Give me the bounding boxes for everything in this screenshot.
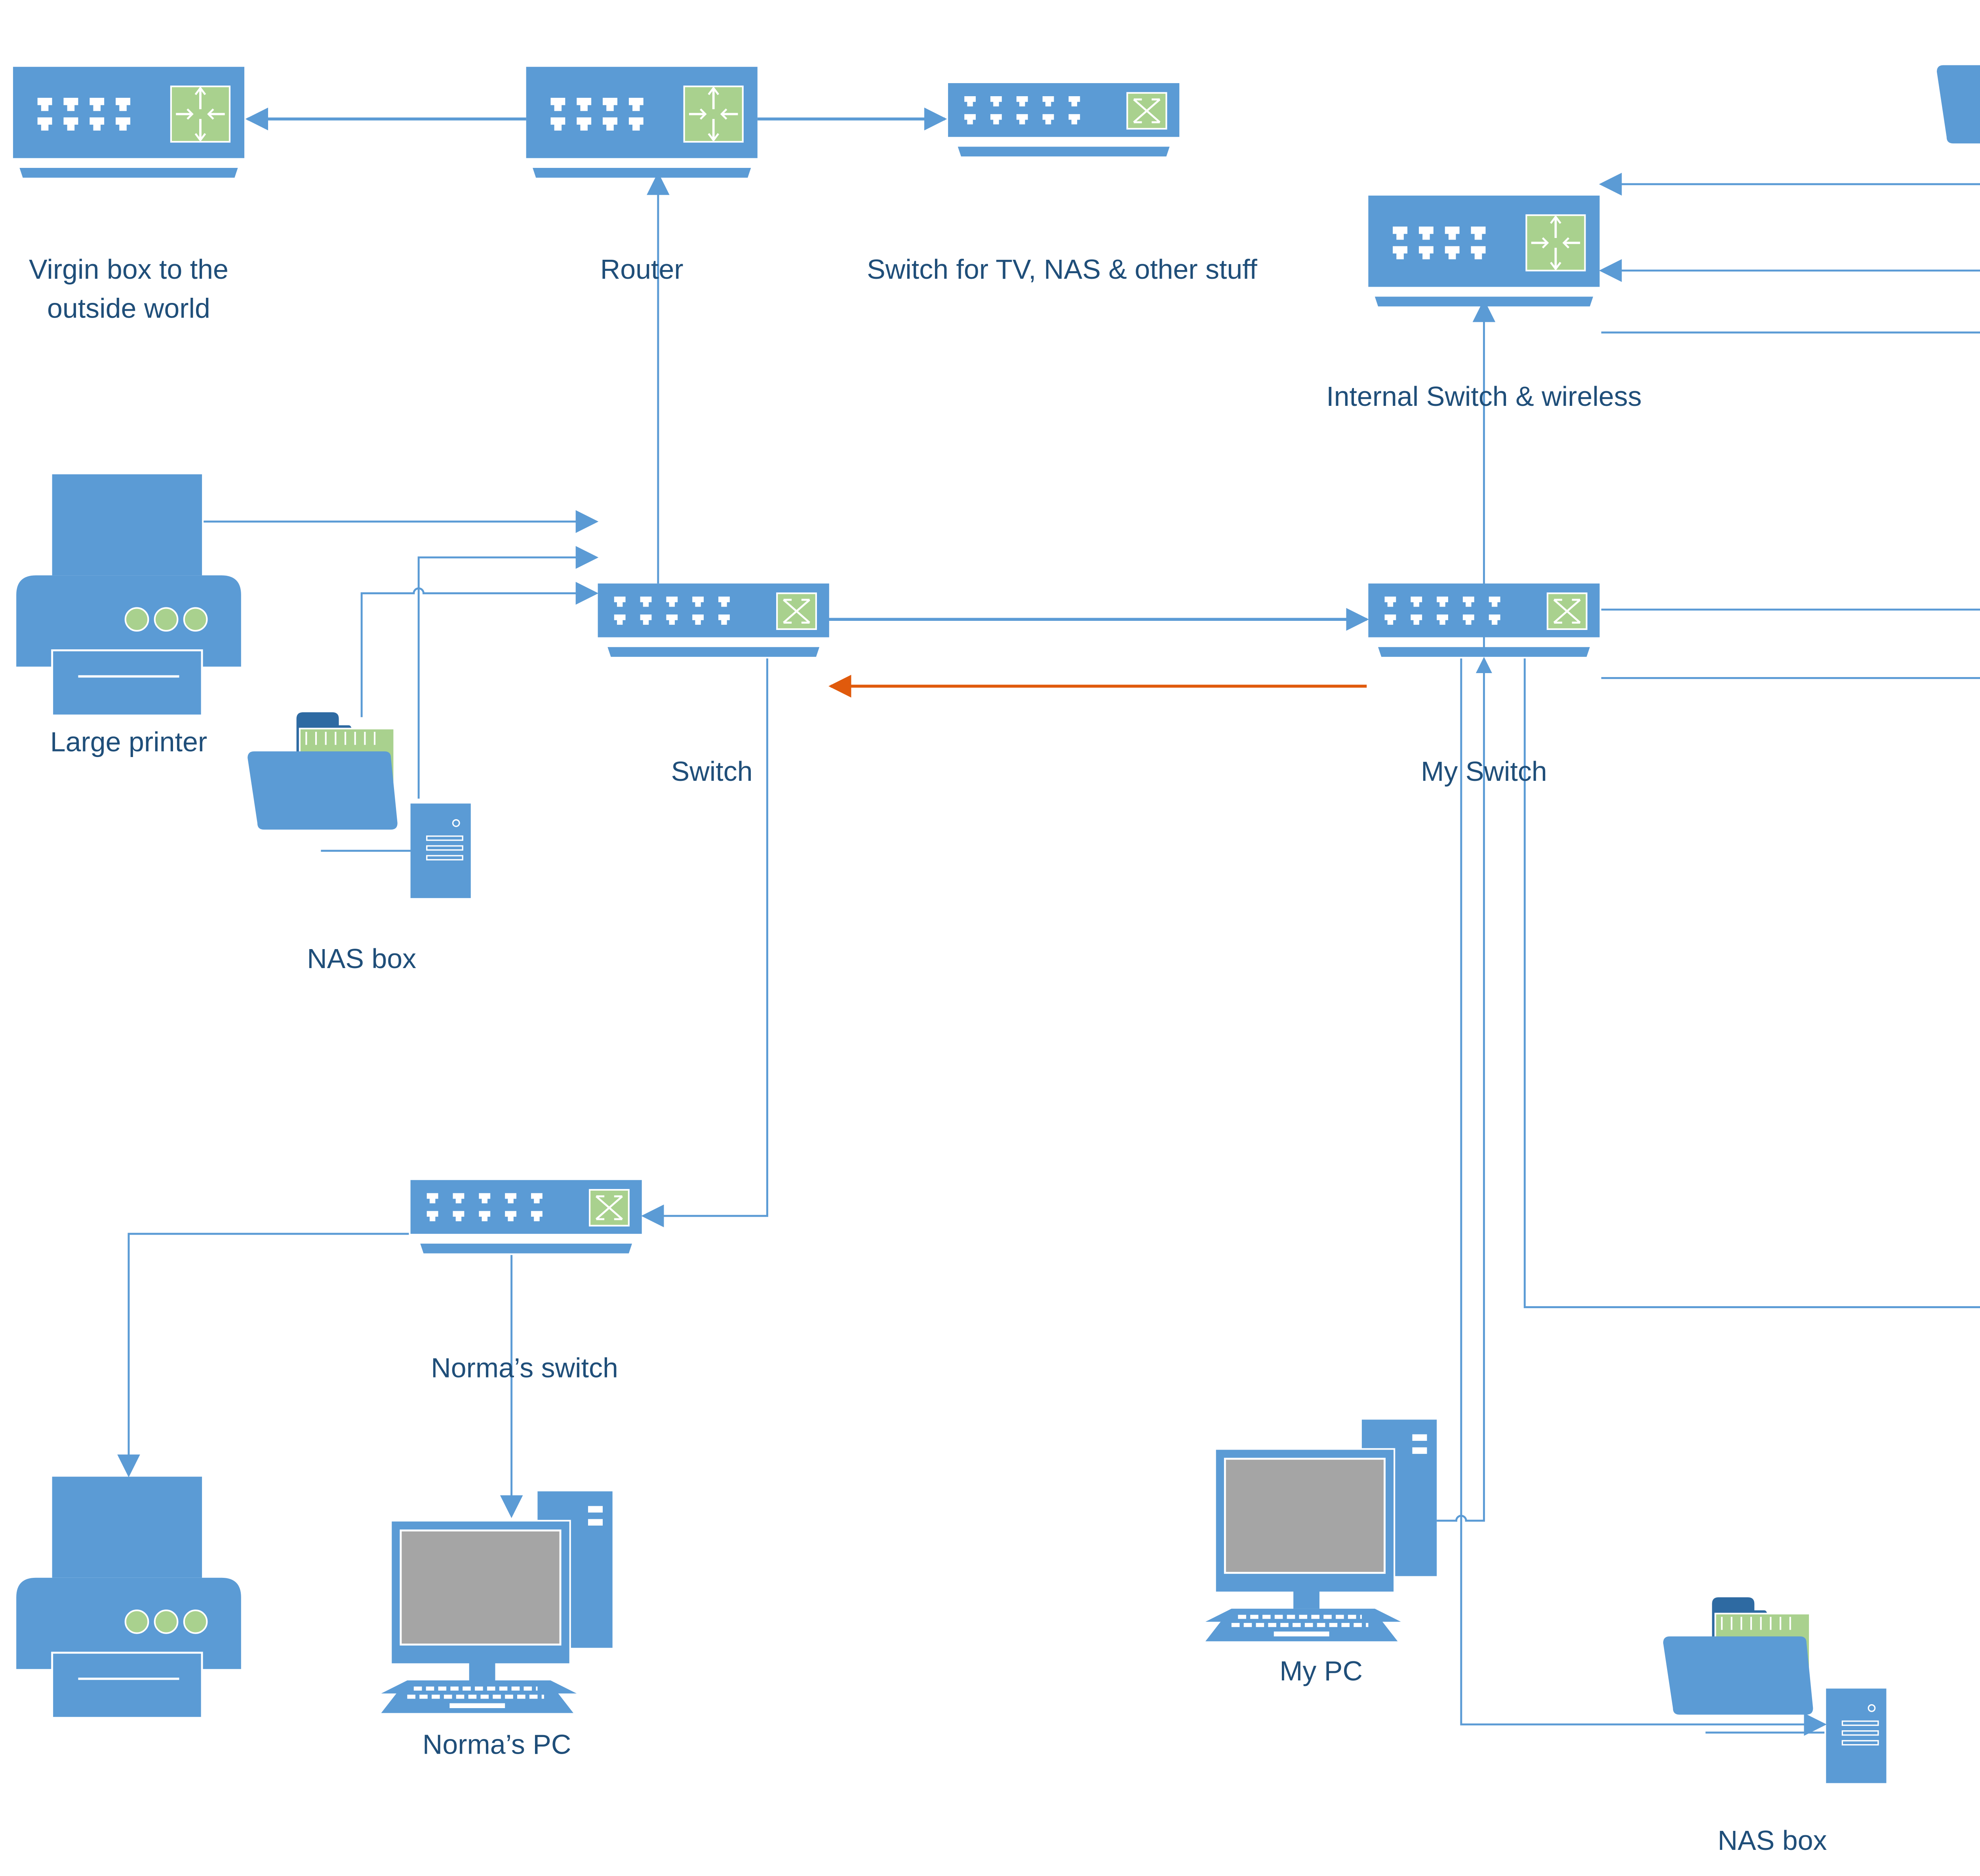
switch-icon — [948, 83, 1179, 156]
edge-my-switch-to-philips-hue — [1523, 658, 1980, 1308]
edge-my-switch-to-nas-bottom — [1460, 658, 1827, 1736]
edge-internal-switch-to-plex — [1601, 331, 1980, 334]
node-label: NAS box — [1718, 1825, 1827, 1856]
node-large-printer[interactable]: Large printer — [16, 474, 241, 757]
node-label: Switch — [671, 756, 753, 787]
node-label: Switch for TV, NAS & other stuff — [867, 254, 1257, 285]
node-normas-pc[interactable]: Norma’s PC — [381, 1492, 613, 1760]
router-icon — [526, 67, 758, 178]
node-normas-printer[interactable] — [16, 1476, 241, 1718]
node-nas-left[interactable]: NAS box — [248, 712, 471, 974]
switch-icon — [411, 1180, 642, 1253]
node-label: My Switch — [1421, 756, 1547, 787]
node-label: My PC — [1279, 1655, 1363, 1686]
node-normas-switch[interactable]: Norma’s switch — [411, 1180, 642, 1383]
pc-icon — [1205, 1419, 1437, 1641]
node-label-line2: outside world — [47, 293, 210, 324]
router-icon — [1368, 196, 1599, 306]
node-nas-top[interactable]: NAS box — [1937, 26, 1980, 285]
node-label: Norma’s switch — [431, 1352, 618, 1383]
nas-icon — [1663, 1597, 1887, 1783]
switch-icon — [598, 584, 829, 657]
node-router[interactable]: Router — [526, 67, 758, 285]
node-label: NAS box — [307, 943, 416, 974]
node-nas-bottom[interactable]: NAS box — [1663, 1597, 1887, 1856]
edge-switch-to-normas-switch — [641, 658, 768, 1227]
edge-normas-switch-to-printer — [117, 1233, 409, 1478]
router-icon — [13, 67, 244, 178]
edge-my-switch-to-powerline — [1601, 677, 1980, 679]
edge-my-switch-to-cctv — [1601, 609, 1980, 611]
node-label: Norma’s PC — [423, 1729, 571, 1760]
node-my-pc[interactable]: My PC — [1205, 1419, 1437, 1686]
node-switch[interactable]: Switch — [598, 584, 829, 787]
node-internal-switch[interactable]: Internal Switch & wireless — [1326, 196, 1642, 412]
node-label: Large printer — [50, 727, 207, 757]
printer-icon — [16, 474, 241, 715]
edge-nas-left-a-to-switch — [417, 546, 599, 799]
node-label: Internal Switch & wireless — [1326, 381, 1642, 412]
printer-icon — [16, 1476, 241, 1718]
connectors — [117, 107, 1980, 1736]
node-my-switch[interactable]: My Switch — [1368, 584, 1599, 787]
node-label: Virgin box to the — [29, 254, 228, 285]
node-tv-switch[interactable]: Switch for TV, NAS & other stuff — [867, 83, 1257, 285]
node-label: Router — [600, 254, 683, 285]
node-virgin-box[interactable]: Virgin box to the outside world — [13, 67, 244, 324]
pc-icon — [381, 1492, 613, 1713]
nas-icon — [248, 712, 471, 898]
edge-nas-left-b-to-switch — [360, 582, 599, 717]
